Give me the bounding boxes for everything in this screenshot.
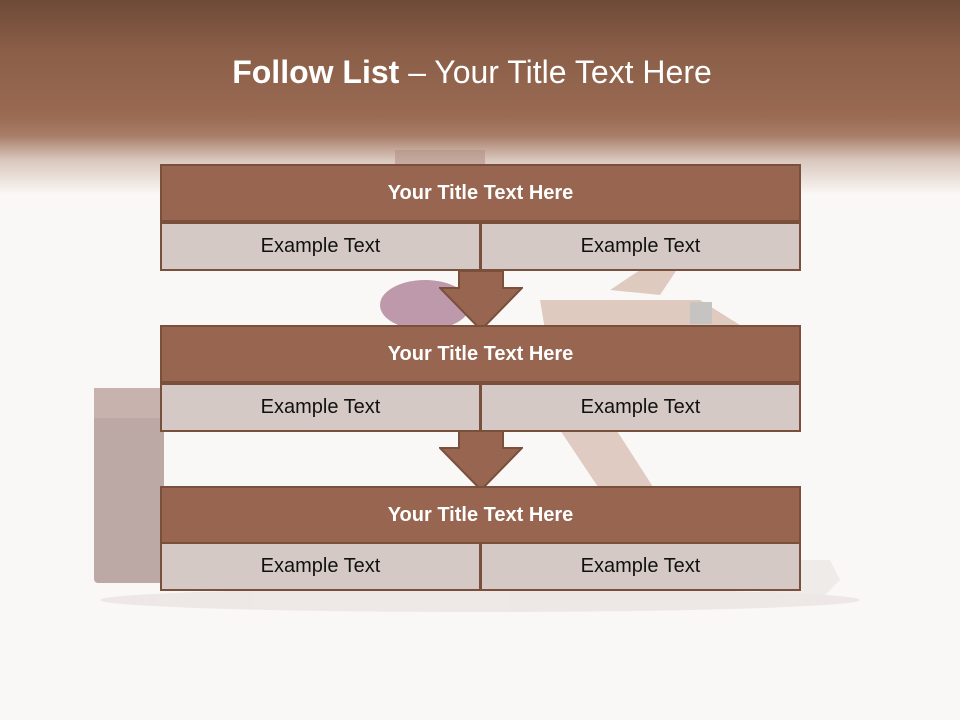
step-title: Your Title Text Here — [160, 486, 801, 544]
step-title: Your Title Text Here — [160, 164, 801, 222]
down-arrow-icon — [439, 430, 523, 492]
step-cell-left: Example Text — [160, 222, 481, 271]
slide-title: Follow List – Your Title Text Here — [0, 54, 944, 91]
slide-title-rest: – Your Title Text Here — [399, 54, 712, 90]
slide-title-bold: Follow List — [232, 54, 400, 90]
step-cell-right: Example Text — [480, 383, 801, 432]
step-cell-right: Example Text — [480, 542, 801, 591]
step-cell-left: Example Text — [160, 542, 481, 591]
down-arrow-icon — [439, 270, 523, 332]
step-cell-left: Example Text — [160, 383, 481, 432]
step-cell-right: Example Text — [480, 222, 801, 271]
step-title: Your Title Text Here — [160, 325, 801, 383]
